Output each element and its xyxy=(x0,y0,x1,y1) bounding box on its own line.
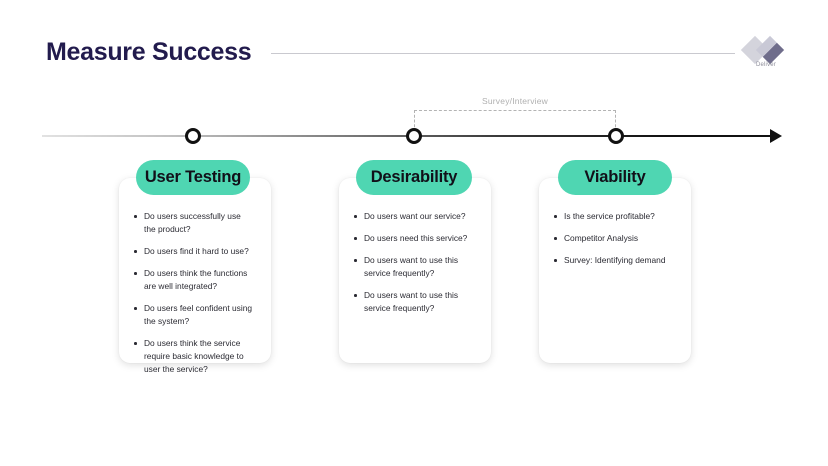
logo-label: Deliver xyxy=(755,62,777,68)
survey-bracket xyxy=(414,110,616,136)
arrow-right-icon xyxy=(770,129,782,143)
timeline-node-2[interactable] xyxy=(406,128,422,144)
list-item: Do users want to use this service freque… xyxy=(354,289,472,315)
card-desirability[interactable] xyxy=(339,178,491,363)
slide-header: Measure Success Deliver xyxy=(0,0,828,90)
card-viability[interactable] xyxy=(539,178,691,363)
list-item: Do users think the service require basic… xyxy=(134,337,252,376)
survey-bracket-top xyxy=(414,110,616,111)
list-item: Do users think the functions are well in… xyxy=(134,267,252,293)
survey-bracket-label: Survey/Interview xyxy=(481,96,549,106)
list-item: Do users successfully use the product? xyxy=(134,210,252,236)
survey-bracket-leg-right xyxy=(615,110,616,132)
card-user-testing[interactable] xyxy=(119,178,271,363)
list-item: Is the service profitable? xyxy=(554,210,672,223)
list-item: Do users want our service? xyxy=(354,210,472,223)
timeline: Survey/Interview xyxy=(0,96,828,156)
bullet-list-user-testing: Do users successfully use the product? D… xyxy=(134,210,252,385)
list-item: Do users want to use this service freque… xyxy=(354,254,472,280)
page-title: Measure Success xyxy=(46,38,252,66)
list-item: Survey: Identifying demand xyxy=(554,254,672,267)
card-group: User Testing Do users successfully use t… xyxy=(0,160,828,374)
timeline-node-3[interactable] xyxy=(608,128,624,144)
timeline-node-1[interactable] xyxy=(185,128,201,144)
list-item: Competitor Analysis xyxy=(554,232,672,245)
card-title-viability: Viability xyxy=(558,160,672,195)
survey-bracket-leg-left xyxy=(414,110,415,132)
card-title-desirability: Desirability xyxy=(356,160,472,195)
list-item: Do users feel confident using the system… xyxy=(134,302,252,328)
brand-logo: Deliver xyxy=(740,35,792,74)
card-title-user-testing: User Testing xyxy=(136,160,250,195)
bullet-list-viability: Is the service profitable? Competitor An… xyxy=(554,210,672,276)
list-item: Do users need this service? xyxy=(354,232,472,245)
logo-marks xyxy=(740,35,792,65)
title-divider xyxy=(271,53,735,54)
list-item: Do users find it hard to use? xyxy=(134,245,252,258)
bullet-list-desirability: Do users want our service? Do users need… xyxy=(354,210,472,324)
